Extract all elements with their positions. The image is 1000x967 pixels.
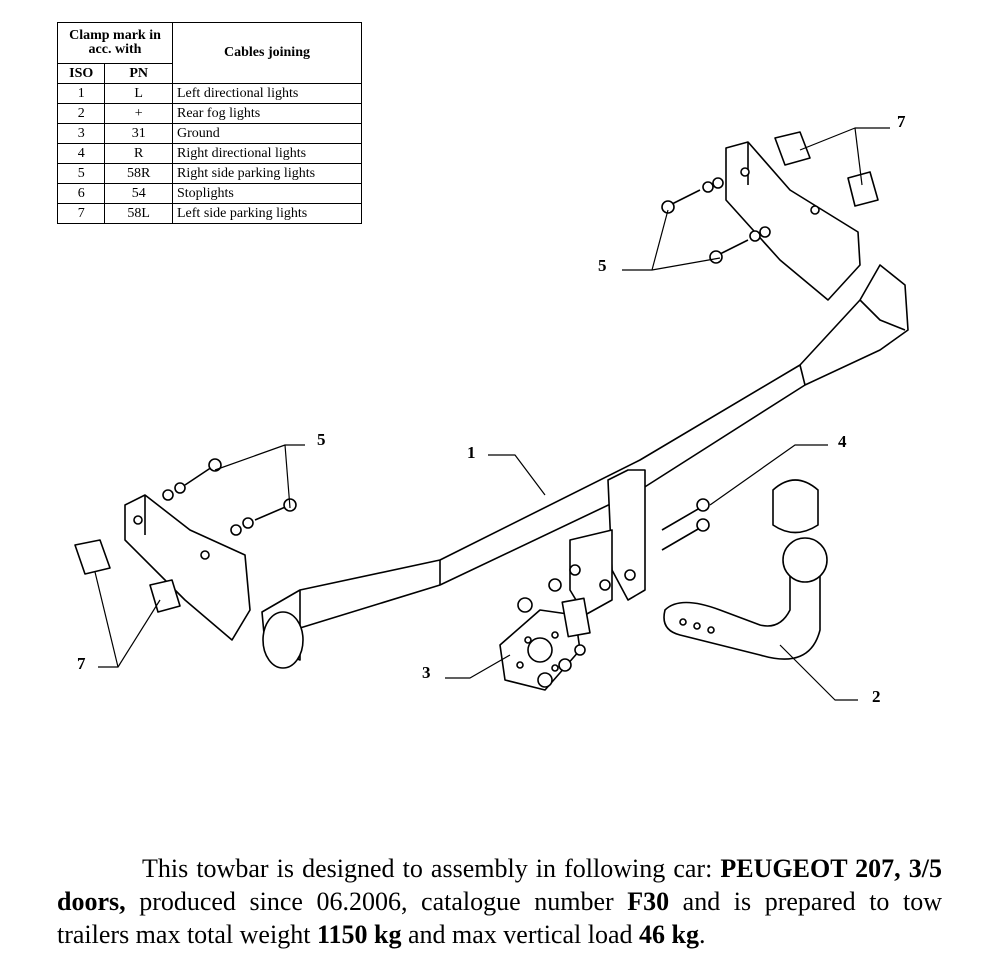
bolts-and-nuts — [162, 177, 771, 551]
callout-4: 4 — [838, 432, 847, 451]
car-model: PEUGEOT 207, 3/5 doors, — [57, 854, 942, 916]
tow-ball-neck — [663, 479, 828, 660]
desc-intro: This towbar is designed to assembly in f… — [142, 854, 713, 883]
callout-5-left: 5 — [317, 430, 326, 449]
towbar-exploded-drawing — [74, 127, 909, 701]
callout-1: 1 — [467, 443, 476, 462]
main-crossbeam — [261, 264, 909, 669]
table-row: 2+Rear fog lights — [56, 103, 362, 124]
desc-text: . — [698, 920, 706, 949]
header-iso: ISO — [56, 63, 106, 84]
desc-text: and max vertical load — [401, 920, 639, 949]
left-mounting-bracket — [124, 494, 251, 641]
callout-7-top: 7 — [897, 112, 906, 131]
cable-cell: Right directional lights — [172, 143, 362, 164]
desc-text: produced since 06.2006, catalogue number — [125, 887, 628, 916]
cable-cell: Rear fog lights — [172, 103, 362, 124]
desc-text: and is prepared to tow trailers max tota… — [57, 887, 942, 949]
right-mounting-bracket — [725, 141, 861, 301]
callout-5-top: 5 — [598, 256, 607, 275]
callout-7-left: 7 — [77, 654, 86, 673]
wire-clamps — [74, 131, 879, 613]
header-clamp: Clamp mark in acc. with — [57, 22, 173, 64]
max-vertical-load: 46 kg — [639, 920, 699, 949]
callout-2: 2 — [872, 687, 881, 706]
center-hitch-bracket — [569, 469, 646, 616]
cable-cell: Right side parking lights — [172, 163, 362, 184]
header-cables: Cables joining — [172, 22, 362, 84]
pn-cell: 58L — [104, 203, 173, 224]
clamp-cable-table: Clamp mark in acc. with Cables joining I… — [56, 22, 362, 224]
description-paragraph: This towbar is designed to assembly in f… — [57, 852, 942, 951]
leader-lines — [94, 127, 890, 701]
socket-plate — [499, 564, 591, 691]
cable-cell: Stoplights — [172, 183, 362, 204]
catalogue-number: F30 — [627, 887, 670, 916]
max-weight: 1150 kg — [316, 920, 402, 949]
iso-cell: 7 — [56, 203, 106, 224]
callout-3: 3 — [422, 663, 431, 682]
cable-cell: Left side parking lights — [172, 203, 362, 224]
